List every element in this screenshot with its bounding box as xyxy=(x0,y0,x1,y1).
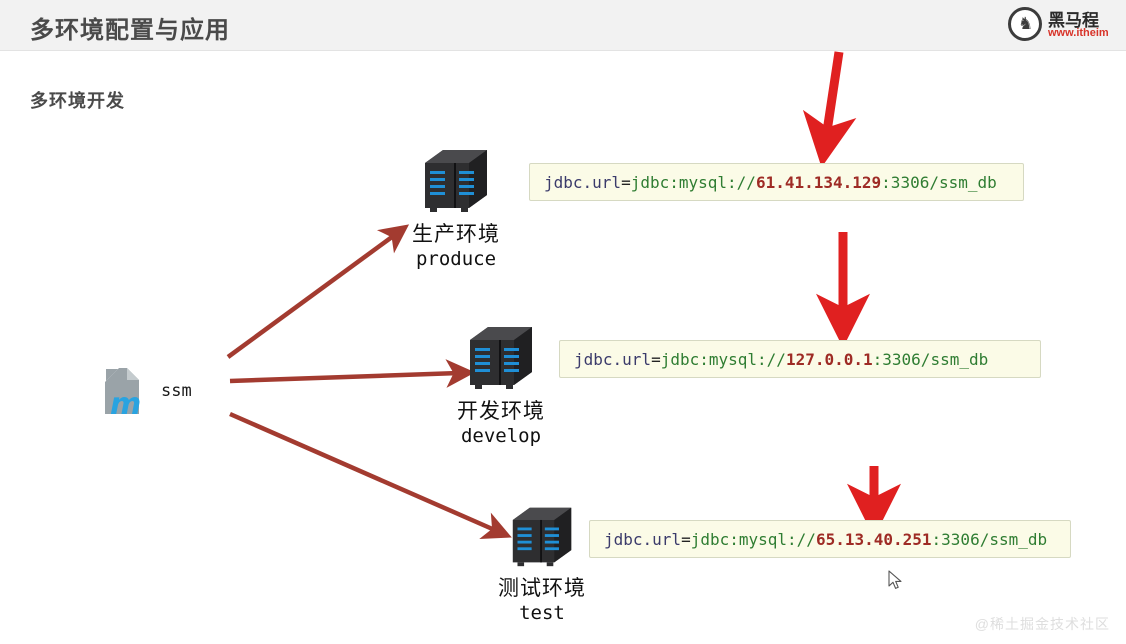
source-node-label: ssm xyxy=(161,381,192,401)
env-node-produce: 生产环境 produce xyxy=(412,145,499,270)
env-name-cn-test: 测试环境 xyxy=(498,577,586,600)
config-host-develop: 127.0.0.1 xyxy=(785,349,873,369)
flow-arrow-ssm-to-produce xyxy=(226,224,410,359)
slide-header: 多环境配置与应用 ♞ 黑马程 www.itheim xyxy=(0,0,1126,51)
env-name-en-produce: produce xyxy=(415,248,497,270)
mouse-pointer-icon xyxy=(888,570,902,589)
env-name-en-test: test xyxy=(519,602,565,624)
maven-file-icon: m xyxy=(105,368,141,416)
svg-text:m: m xyxy=(110,387,141,416)
config-equals-develop: = xyxy=(651,349,661,369)
watermark: @稀土掘金技术社区 xyxy=(974,616,1110,632)
config-box-develop: jdbc.url = jdbc:mysql:// 127.0.0.1 :3306… xyxy=(559,340,1041,378)
config-key-test: jdbc.url xyxy=(604,529,682,549)
horse-circle-logo-icon: ♞ xyxy=(1008,7,1042,41)
config-key-develop: jdbc.url xyxy=(574,349,652,369)
config-protocol-develop: jdbc:mysql:// xyxy=(660,349,786,369)
config-equals-test: = xyxy=(681,529,691,549)
env-name-cn-develop: 开发环境 xyxy=(457,400,545,423)
flow-arrow-ssm-to-develop xyxy=(229,359,476,388)
server-rack-icon xyxy=(512,507,572,567)
server-rack-icon xyxy=(470,327,532,389)
config-rest-produce: :3306/ssm_db xyxy=(881,172,997,192)
section-subtitle: 多环境开发 xyxy=(30,91,125,111)
config-rest-test: :3306/ssm_db xyxy=(931,529,1048,549)
config-protocol-produce: jdbc:mysql:// xyxy=(630,172,756,192)
highlight-arrow-to-produce-config xyxy=(802,51,857,168)
env-name-cn-produce: 生产环境 xyxy=(412,223,500,246)
config-host-produce: 61.41.134.129 xyxy=(755,172,882,192)
config-box-test: jdbc.url = jdbc:mysql:// 65.13.40.251 :3… xyxy=(589,520,1071,558)
config-equals-produce: = xyxy=(621,172,631,192)
config-rest-develop: :3306/ssm_db xyxy=(872,349,989,369)
brand-logo: ♞ 黑马程 www.itheim xyxy=(1008,6,1112,44)
server-rack-icon xyxy=(425,150,487,212)
env-node-test: 测试环境 test xyxy=(498,503,585,624)
config-key-produce: jdbc.url xyxy=(544,172,622,192)
env-name-en-develop: develop xyxy=(460,425,542,447)
config-host-test: 65.13.40.251 xyxy=(815,529,932,549)
brand-name-cn: 黑马程 xyxy=(1048,11,1099,30)
horse-glyph: ♞ xyxy=(1018,14,1034,33)
page-title: 多环境配置与应用 xyxy=(30,17,230,44)
config-protocol-test: jdbc:mysql:// xyxy=(690,529,816,549)
env-node-develop: 开发环境 develop xyxy=(457,322,544,447)
config-box-produce: jdbc.url = jdbc:mysql:// 61.41.134.129 :… xyxy=(529,163,1024,201)
brand-url: www.itheim xyxy=(1048,27,1109,39)
